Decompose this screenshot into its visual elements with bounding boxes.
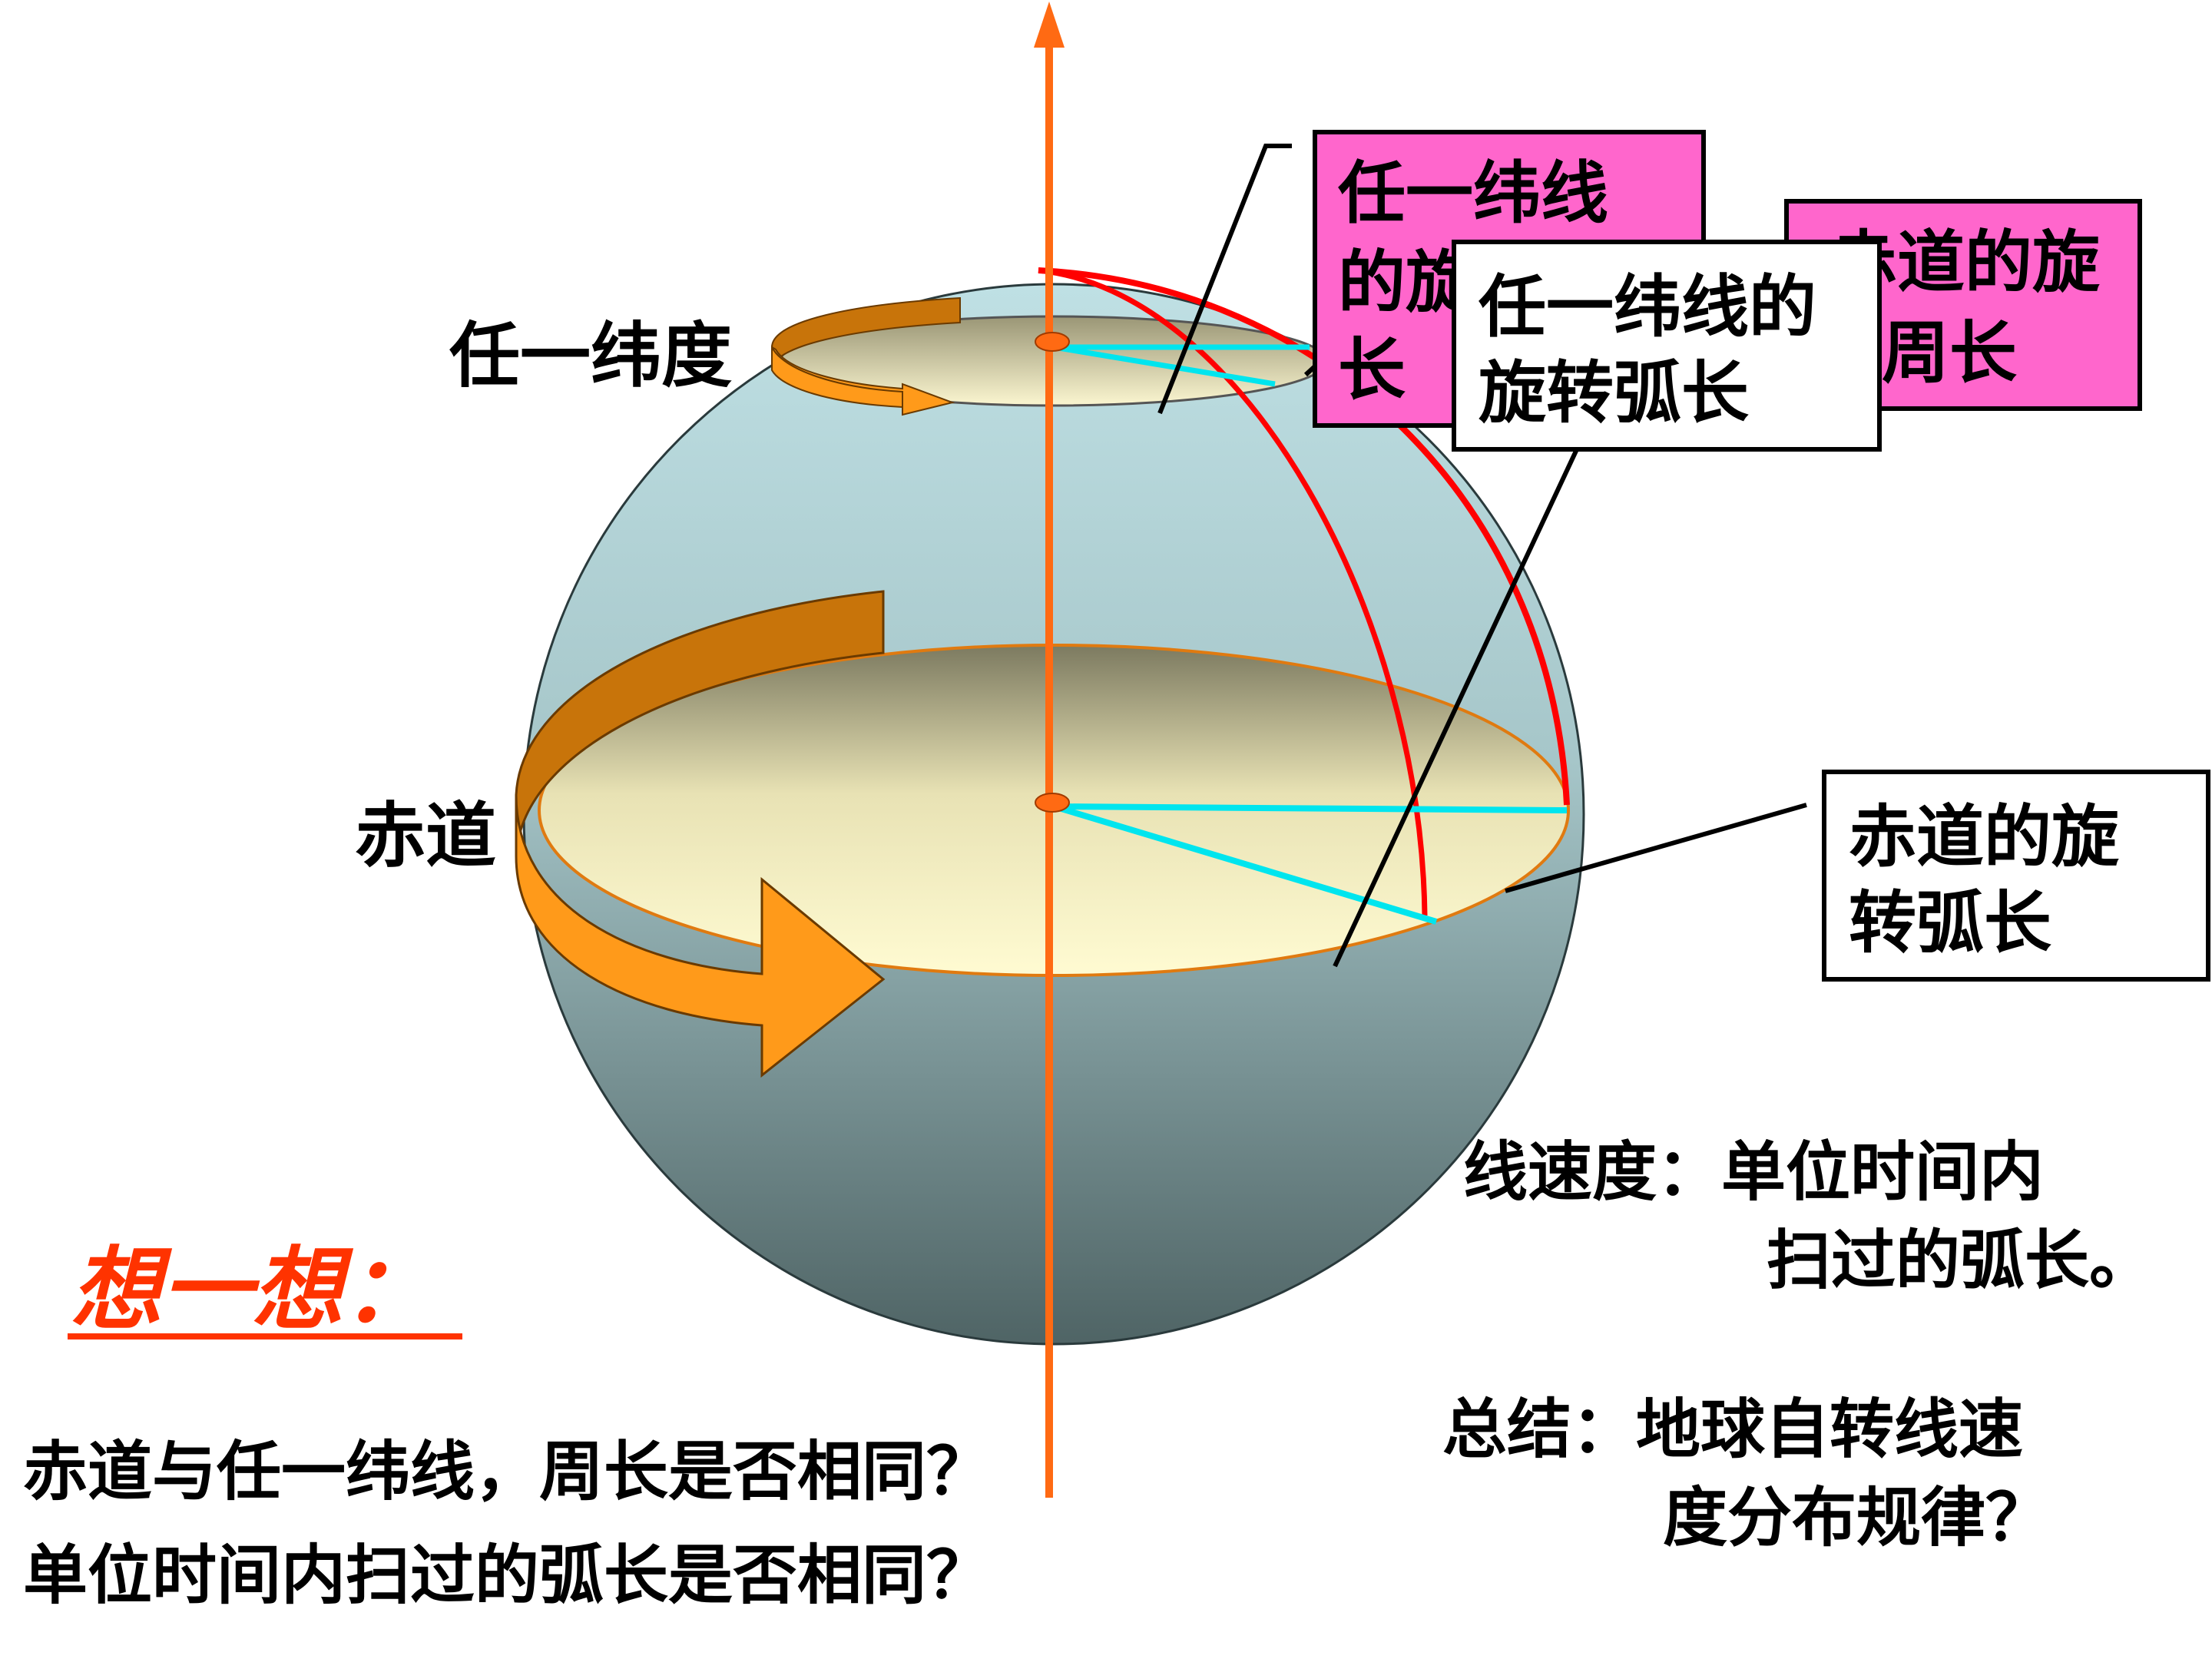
svg-text:长: 长 xyxy=(1338,330,1406,409)
latitude-rotation-arrow xyxy=(770,296,961,416)
equator-center-dot xyxy=(1035,793,1070,813)
definition-line-2: 扫过的弧长。 xyxy=(1767,1223,2154,1298)
svg-text:赤道的旋: 赤道的旋 xyxy=(1849,797,2119,876)
summary-line-2: 度分布规律？ xyxy=(1663,1480,2050,1555)
equator-radius-2 xyxy=(1052,803,1438,925)
svg-text:任一纬线: 任一纬线 xyxy=(1338,154,1608,233)
box-eq-arc: 赤道的旋 转弧长 xyxy=(1822,770,2210,982)
leader-lat-circumference xyxy=(1157,144,1292,415)
svg-text:转弧长: 转弧长 xyxy=(1849,883,2051,962)
surface-arc-inner xyxy=(1038,267,1428,916)
leader-eq-arc xyxy=(1505,803,1807,893)
latitude-center-dot xyxy=(1035,332,1070,352)
axis-arrowhead xyxy=(1034,2,1065,48)
question-1: 赤道与任一纬线，周长是否相同？ xyxy=(23,1434,991,1509)
surface-arc-outer xyxy=(1038,267,1570,806)
latitude-label: 任一纬度 xyxy=(449,315,732,397)
equator-radius-1 xyxy=(1053,803,1568,813)
definition-line-1: 线速度：单位时间内 xyxy=(1463,1134,2044,1210)
equator-rotation-arrow xyxy=(515,590,886,1078)
box-lat-arc: 任一纬线的 旋转弧长 xyxy=(1452,240,1882,452)
latitude-radius-2 xyxy=(1053,344,1276,387)
think-heading: 想一想： xyxy=(71,1237,433,1343)
equator-label: 赤道 xyxy=(355,795,496,877)
svg-text:旋转弧长: 旋转弧长 xyxy=(1479,353,1749,432)
svg-text:周长: 周长 xyxy=(1882,313,2017,392)
leader-lat-arc xyxy=(1333,436,1584,968)
question-2: 单位时间内扫过的弧长是否相同？ xyxy=(23,1538,991,1613)
summary-line-1: 总结：地球自转线速 xyxy=(1442,1392,2023,1467)
svg-text:的旋: 的旋 xyxy=(1338,243,1473,322)
svg-text:任一纬线的: 任一纬线的 xyxy=(1479,267,1816,346)
